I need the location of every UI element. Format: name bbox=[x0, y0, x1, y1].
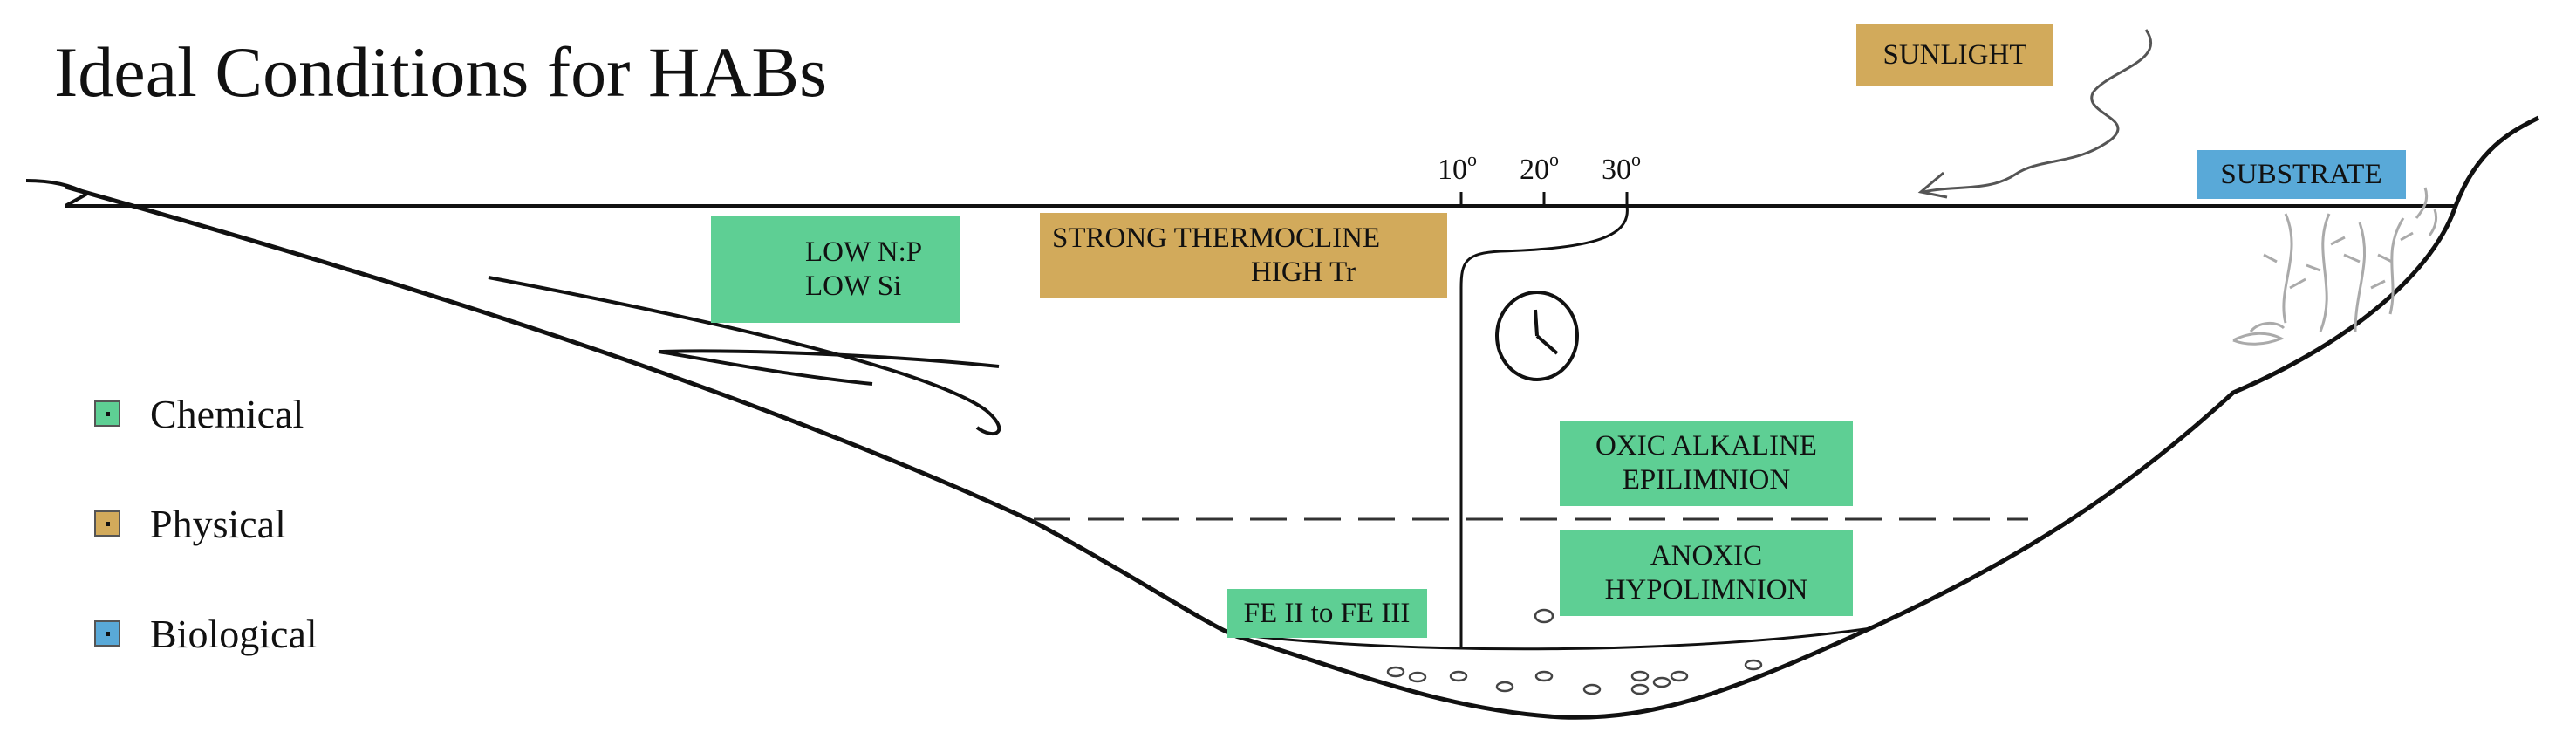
aquatic-plants bbox=[2232, 187, 2438, 346]
legend-label-biological: Biological bbox=[150, 611, 318, 656]
strong-thermocline-label: STRONG THERMOCLINE HIGH Tr bbox=[1040, 213, 1447, 298]
left-shore bbox=[25, 179, 92, 208]
legend-item-physical: Physical bbox=[94, 497, 318, 550]
diagram-title: Ideal Conditions for HABs bbox=[54, 32, 827, 112]
sediment-layer-line bbox=[1242, 626, 1872, 651]
temperature-label-30: 30o bbox=[1602, 148, 1641, 186]
temperature-label-10: 10o bbox=[1438, 148, 1477, 186]
legend-label-physical: Physical bbox=[150, 501, 286, 546]
inflow-plume-outer bbox=[488, 276, 1001, 436]
legend-item-biological: Biological bbox=[94, 607, 318, 660]
clock-icon bbox=[1495, 291, 1579, 381]
legend-label-chemical: Chemical bbox=[150, 391, 304, 436]
legend-item-chemical: Chemical bbox=[94, 387, 318, 440]
lake-basin-outline bbox=[65, 115, 2540, 720]
inflow-plume-inner bbox=[658, 349, 1000, 386]
legend-swatch-chemical bbox=[94, 400, 120, 427]
anoxic-hypolimnion-label: ANOXIC HYPOLIMNION bbox=[1560, 530, 1853, 616]
temperature-label-20: 20o bbox=[1520, 148, 1559, 186]
low-np-si-label: LOW N:P LOW Si bbox=[711, 216, 960, 323]
substrate-label: SUBSTRATE bbox=[2197, 150, 2406, 199]
iron-oxidation-label: FE II to FE III bbox=[1227, 589, 1427, 638]
sunlight-arrow bbox=[1923, 29, 2153, 194]
sunlight-arrowhead bbox=[1917, 171, 1948, 199]
legend-swatch-biological bbox=[94, 620, 120, 647]
temperature-profile-line bbox=[1459, 205, 1629, 647]
sediment-pebbles bbox=[1386, 608, 1763, 695]
oxic-alkaline-epilimnion-label: OXIC ALKALINE EPILIMNION bbox=[1560, 421, 1853, 506]
temperature-ticks bbox=[1459, 192, 1629, 206]
legend-swatch-physical bbox=[94, 510, 120, 537]
legend: Chemical Physical Biological bbox=[94, 387, 318, 717]
sunlight-label: SUNLIGHT bbox=[1856, 24, 2053, 86]
